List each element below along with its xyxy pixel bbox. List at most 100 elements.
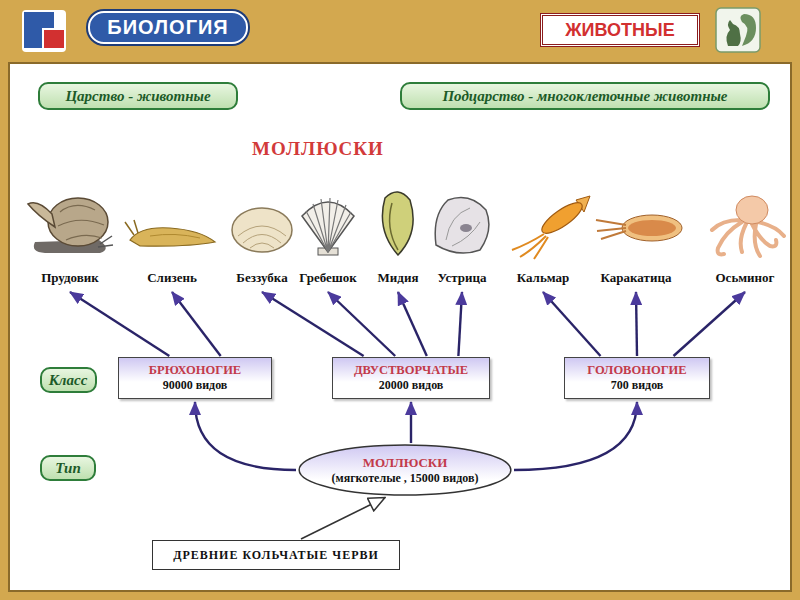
logo-red: [44, 30, 64, 48]
pond-snail-picture-part: [48, 198, 108, 246]
node-label: Беззубка: [236, 270, 287, 286]
ellipse-outline: [297, 444, 513, 496]
species-name: Устрица: [432, 267, 492, 289]
species-name: Осьминог: [711, 267, 780, 289]
oyster-picture: [435, 198, 489, 254]
cuttlefish-picture-part: [596, 220, 626, 239]
node-label: Класс: [49, 372, 88, 389]
node-label: Подцарство - многоклеточные животные: [442, 88, 727, 105]
node-sublabel: 20000 видов: [379, 378, 444, 393]
pond-snail-picture-part: [58, 205, 104, 240]
hierarchy-arrow: [398, 292, 427, 356]
node-label: Тип: [55, 460, 81, 477]
pond-snail-picture: [28, 198, 113, 253]
species-name: Слизень: [142, 267, 202, 289]
squid-picture-part: [538, 198, 586, 239]
node-label: Мидия: [378, 270, 419, 286]
octopus-picture-part: [712, 220, 784, 256]
mussel-picture-part: [390, 203, 398, 250]
node-sublabel: 700 видов: [611, 378, 664, 393]
hierarchy-arrow: [674, 292, 746, 356]
cuttlefish-picture: [596, 215, 682, 241]
node-label: БРЮХОНОГИЕ: [149, 363, 241, 378]
node-label: ГОЛОВОНОГИЕ: [587, 363, 686, 378]
scallop-picture: [302, 198, 354, 255]
logo-icon: [22, 10, 66, 52]
squirrel-icon: [716, 8, 760, 52]
mussel-picture-part: [382, 192, 413, 255]
squid-picture: [512, 196, 590, 259]
squirrel-tail: [740, 14, 756, 46]
origin-arrow: [301, 498, 385, 539]
class-box: ГОЛОВОНОГИЕ700 видов: [564, 357, 710, 399]
node-label: Каракатица: [601, 270, 672, 286]
node-label: Слизень: [147, 270, 197, 286]
cuttlefish-picture-part: [628, 220, 676, 236]
slug-picture-part: [125, 220, 138, 235]
pond-snail-picture-part: [28, 203, 55, 227]
species-name: Каракатица: [596, 267, 677, 289]
squid-picture-part: [512, 234, 548, 259]
slug-picture: [125, 220, 215, 246]
diagram-title: МОЛЛЮСКИ: [252, 138, 384, 160]
squirrel-body: [726, 20, 740, 46]
species-name: Гребешок: [294, 267, 362, 289]
octopus-picture-part: [736, 196, 768, 224]
hierarchy-arrow: [410, 402, 412, 443]
species-name: Прудовик: [36, 267, 104, 289]
hierarchy-arrow: [328, 292, 395, 356]
subkingdom-box: Подцарство - многоклеточные животные: [400, 82, 770, 110]
section-box: ЖИВОТНЫЕ: [540, 13, 700, 47]
node-label: Осьминог: [716, 270, 775, 286]
class-box: БРЮХОНОГИЕ90000 видов: [118, 357, 272, 399]
species-name: Мидия: [373, 267, 424, 289]
hierarchy-arrow: [70, 292, 169, 356]
hierarchy-arrow: [514, 402, 637, 470]
hierarchy-arrow: [262, 292, 364, 356]
ellipse-shape: [299, 445, 511, 495]
node-sublabel: 90000 видов: [163, 378, 228, 393]
hierarchy-arrow: [458, 292, 462, 356]
rank-label: Класс: [40, 367, 97, 393]
octopus-picture: [712, 196, 784, 256]
hierarchy-arrow: [172, 292, 221, 356]
node-label: ЖИВОТНЫЕ: [565, 20, 674, 41]
subject-badge: БИОЛОГИЯ: [88, 11, 248, 44]
mussel-picture: [382, 192, 413, 255]
node-label: ДВУСТВОРЧАТЫЕ: [354, 363, 468, 378]
oyster-picture-part: [446, 208, 480, 246]
hierarchy-arrow: [543, 292, 601, 356]
logo-ground: [22, 10, 66, 52]
node-label: Прудовик: [41, 270, 99, 286]
icon-ground: [716, 8, 760, 52]
node-label: Царство - животные: [65, 88, 210, 105]
pond-snail-picture-part: [98, 236, 113, 247]
hierarchy-arrow: [636, 292, 637, 356]
oyster-picture-part: [435, 198, 489, 254]
hierarchy-arrow: [195, 402, 296, 470]
ancestor-box: ДРЕВНИЕ КОЛЬЧАТЫЕ ЧЕРВИ: [152, 540, 400, 570]
node-label: Гребешок: [299, 270, 357, 286]
scallop-picture-part: [306, 198, 351, 252]
swan-mussel-picture-part: [232, 208, 292, 252]
slug-picture-part: [150, 234, 200, 238]
swan-mussel-picture-part: [238, 226, 286, 248]
rank-label: Тип: [40, 455, 96, 481]
node-label: ДРЕВНИЕ КОЛЬЧАТЫЕ ЧЕРВИ: [173, 548, 379, 563]
node-label: Устрица: [437, 270, 486, 286]
kingdom-box: Царство - животные: [38, 82, 238, 110]
species-name: Кальмар: [512, 267, 575, 289]
node-label: Кальмар: [517, 270, 570, 286]
cuttlefish-picture-part: [622, 215, 682, 241]
oyster-picture-part: [460, 224, 472, 232]
node-label: БИОЛОГИЯ: [107, 16, 229, 39]
class-box: ДВУСТВОРЧАТЫЕ20000 видов: [332, 357, 490, 399]
phylum-ellipse: МОЛЛЮСКИ(мягкотелые , 15000 видов): [297, 444, 513, 496]
node-sublabel: (мягкотелые , 15000 видов): [332, 471, 479, 486]
node-label: МОЛЛЮСКИ: [363, 455, 448, 471]
swan-mussel-picture: [232, 208, 292, 252]
slug-picture-part: [130, 228, 215, 246]
species-name: Беззубка: [231, 267, 293, 289]
